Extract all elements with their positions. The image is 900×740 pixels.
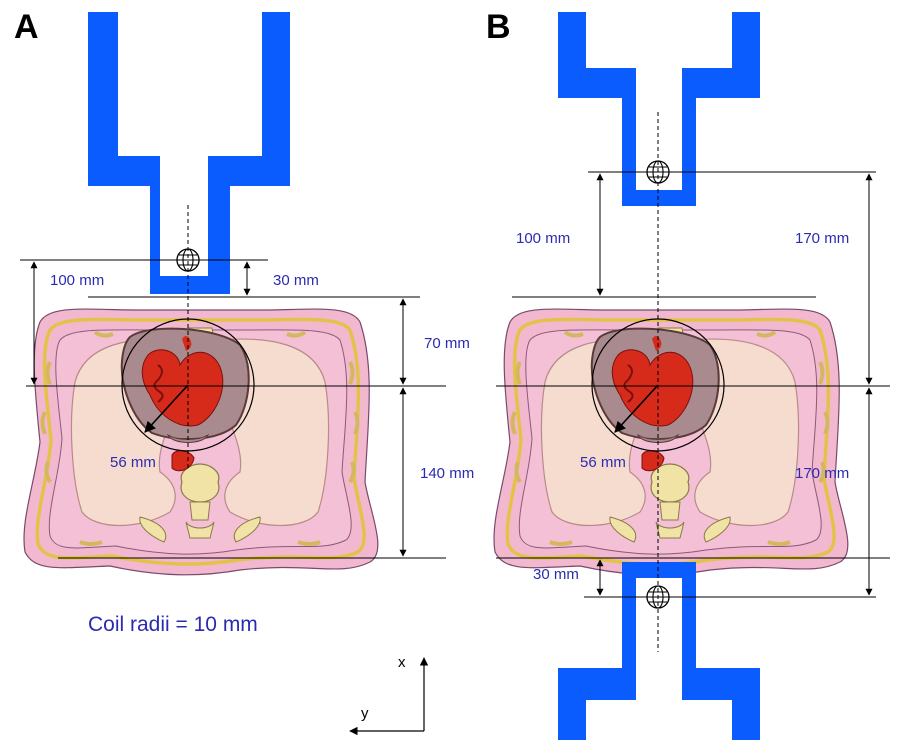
dim-label-100-a: 100 mm: [50, 272, 104, 289]
dim-label-56-a: 56 mm: [110, 454, 156, 471]
x-axis-label: x: [398, 654, 406, 671]
dim-label-170-top-b: 170 mm: [795, 230, 849, 247]
coil-holder-a: [88, 12, 290, 294]
dim-label-70-a: 70 mm: [424, 335, 470, 352]
radius-arrow-b: [614, 384, 659, 433]
panel-a: A 100 mm 30 mm 70 mm 140 mm 56 mm Coil r…: [14, 8, 474, 736]
dim-label-30-b: 30 mm: [533, 566, 579, 583]
dim-label-30-a: 30 mm: [273, 272, 319, 289]
panel-a-letter: A: [14, 8, 39, 46]
coil-holder-bottom-b: [558, 562, 760, 740]
coil-radii-caption: Coil radii = 10 mm: [88, 613, 258, 636]
dim-label-56-b: 56 mm: [580, 454, 626, 471]
panel-b: B 100 mm 170 mm 170 mm 56 mm 30 mm: [486, 8, 890, 740]
y-axis-label: y: [361, 705, 369, 722]
coil-holder-top-b: [558, 12, 760, 206]
dim-label-170-bottom-b: 170 mm: [795, 465, 849, 482]
radius-arrow-a: [144, 384, 189, 433]
dim-label-100-b: 100 mm: [516, 230, 570, 247]
panel-b-letter: B: [486, 8, 511, 46]
dim-label-140-a: 140 mm: [420, 465, 474, 482]
